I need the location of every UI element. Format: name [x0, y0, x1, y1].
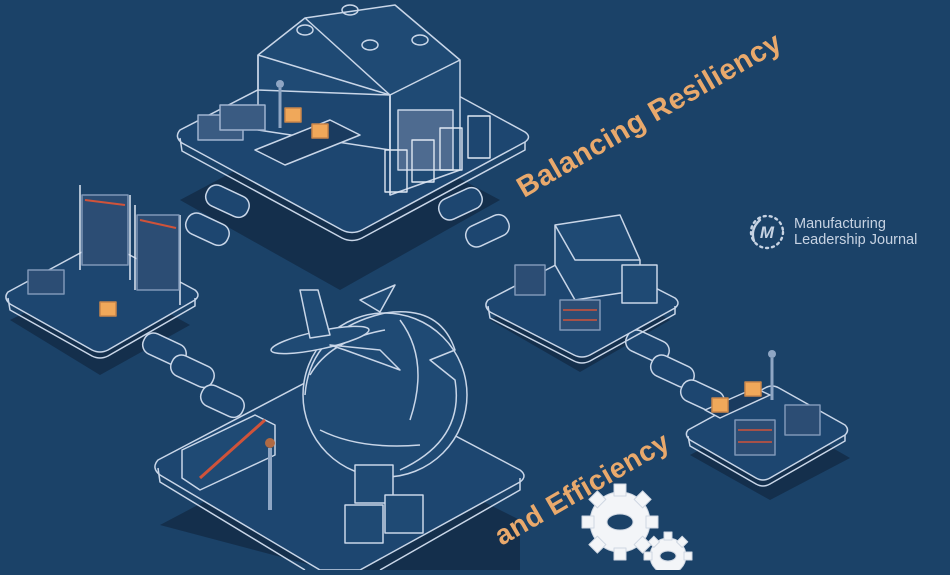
- manufacturing-leadership-logo-icon: M: [749, 214, 785, 250]
- brand-name-line1: Manufacturing: [794, 216, 886, 232]
- gears-icon: [581, 483, 693, 575]
- brand-name-line2: Leadership Journal: [794, 232, 918, 248]
- airplane-icon: [270, 284, 401, 371]
- brand-logo-lockup: M Manufacturing Leadership Journal: [746, 211, 917, 253]
- global-platform: [154, 284, 525, 571]
- truck-platform: [485, 214, 679, 364]
- warehouse-platform: [176, 4, 530, 242]
- storage-platform: [5, 185, 199, 359]
- svg-text:M: M: [760, 223, 775, 242]
- packing-platform: [685, 350, 849, 487]
